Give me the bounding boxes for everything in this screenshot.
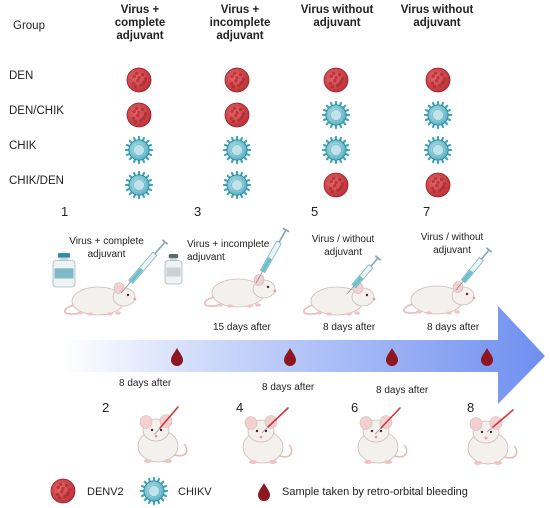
chikv-virus-icon xyxy=(423,135,453,165)
chikv-virus-icon xyxy=(222,170,252,200)
mouse-icon xyxy=(64,282,137,316)
denv2-virus-icon xyxy=(323,172,349,198)
denv2-virus-icon xyxy=(224,67,250,93)
mouse-icon xyxy=(467,416,518,465)
step-label-3: Virus + incomplete adjuvant xyxy=(187,239,270,263)
timeline-arrow xyxy=(62,306,545,404)
legend-label-denv2: DENV2 xyxy=(87,486,124,498)
chikv-virus-icon xyxy=(124,170,154,200)
syringe-icon xyxy=(346,255,382,295)
legend-denv2-icon xyxy=(50,478,76,504)
bleeding-needle-icon xyxy=(486,409,514,433)
group-label-chik: CHIK xyxy=(9,140,37,152)
vial-icon xyxy=(164,254,183,285)
column-header-2: Virus + incomplete adjuvant xyxy=(209,4,271,42)
step-label-1: Virus + complete adjuvant xyxy=(69,236,144,260)
interval-upper-3: 8 days after xyxy=(427,322,480,333)
legend-blood-drop-icon xyxy=(258,483,270,501)
blood-drop-icon xyxy=(386,348,398,366)
legend-chikv-icon xyxy=(139,476,169,506)
chikv-virus-icon xyxy=(222,135,252,165)
denv2-virus-icon xyxy=(323,67,349,93)
mouse-icon xyxy=(137,414,188,463)
group-header: Group xyxy=(13,20,45,32)
mouse-icon xyxy=(403,281,476,315)
vial-icon xyxy=(52,253,76,288)
step-label-5: Virus / without adjuvant xyxy=(311,234,375,258)
mouse-icon xyxy=(242,415,293,464)
mouse-icon xyxy=(204,274,277,308)
group-label-chik-den: CHIK/DEN xyxy=(9,175,64,187)
step-number-4: 4 xyxy=(236,400,244,415)
group-label-den: DEN xyxy=(9,70,34,82)
denv2-virus-icon xyxy=(126,67,152,93)
blood-drop-icon xyxy=(284,348,296,366)
interval-lower-3: 8 days after xyxy=(376,385,429,396)
step-number-2: 2 xyxy=(102,400,110,415)
chikv-virus-icon xyxy=(321,135,351,165)
denv2-virus-icon xyxy=(425,67,451,93)
denv2-virus-icon xyxy=(224,102,250,128)
step-label-7: Virus / without adjuvant xyxy=(420,232,484,256)
group-label-den-chik: DEN/CHIK xyxy=(9,105,64,117)
legend-label-sample: Sample taken by retro-orbital bleeding xyxy=(282,486,468,498)
mouse-icon xyxy=(303,282,376,316)
blood-drop-icon xyxy=(481,348,493,366)
chikv-virus-icon xyxy=(423,100,453,130)
interval-lower-1: 8 days after xyxy=(119,378,172,389)
interval-upper-2: 8 days after xyxy=(323,322,376,333)
step-number-8: 8 xyxy=(467,400,475,415)
legend-label-chikv: CHIKV xyxy=(178,486,212,498)
syringe-icon xyxy=(120,239,169,294)
bleeding-needle-icon xyxy=(375,407,401,435)
denv2-virus-icon xyxy=(126,102,152,128)
bleeding-needle-icon xyxy=(261,407,289,433)
syringe-icon xyxy=(455,247,493,291)
mouse-icon xyxy=(357,415,408,464)
column-header-4: Virus without adjuvant xyxy=(400,4,474,29)
chikv-virus-icon xyxy=(321,100,351,130)
step-number-7: 7 xyxy=(423,204,431,219)
chikv-virus-icon xyxy=(124,135,154,165)
column-header-1: Virus + complete adjuvant xyxy=(114,4,166,42)
step-number-6: 6 xyxy=(351,400,359,415)
step-number-5: 5 xyxy=(311,204,319,219)
column-header-3: Virus without adjuvant xyxy=(300,4,374,29)
interval-lower-2: 8 days after xyxy=(262,382,315,393)
step-number-3: 3 xyxy=(194,204,202,219)
interval-upper-1: 15 days after xyxy=(213,322,271,333)
step-number-1: 1 xyxy=(61,204,69,219)
bleeding-needle-icon xyxy=(154,406,179,435)
denv2-virus-icon xyxy=(425,172,451,198)
syringe-icon xyxy=(255,227,290,284)
blood-drop-icon xyxy=(171,348,183,366)
